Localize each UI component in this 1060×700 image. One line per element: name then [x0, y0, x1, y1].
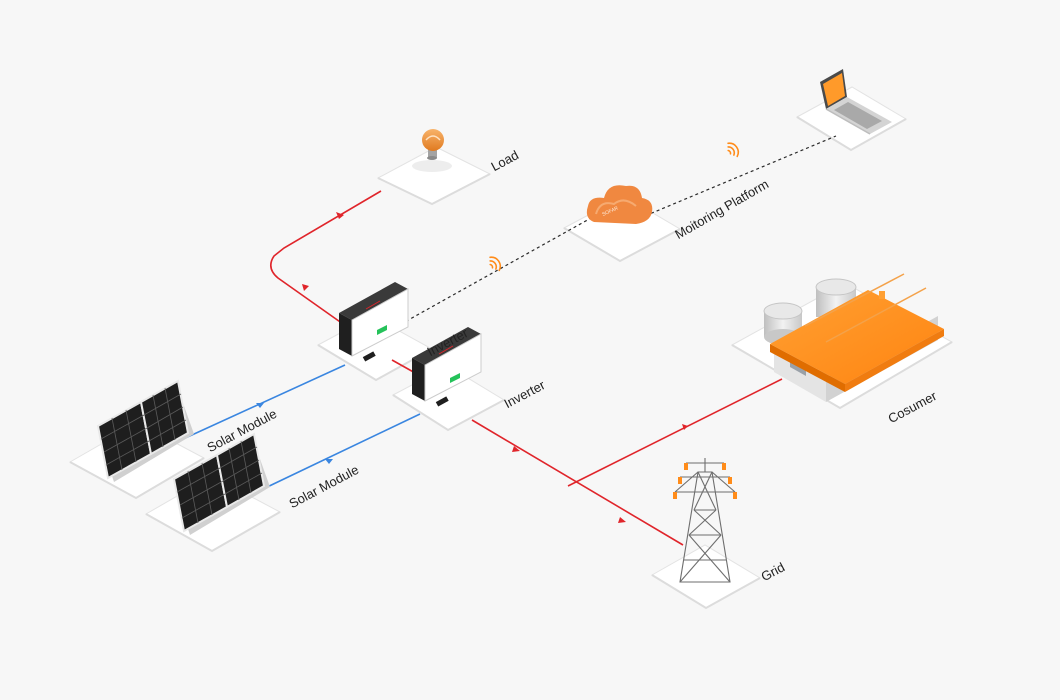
laptop-icon [820, 69, 892, 135]
light-bulb-icon [412, 129, 452, 172]
data-links [384, 135, 837, 334]
inverter-top-icon [339, 282, 409, 362]
dc-lines [169, 364, 421, 501]
inverter-load-line [270, 190, 382, 337]
dc-arrows [256, 403, 333, 464]
factory-icon [763, 273, 944, 402]
solar-panel-top-icon [96, 379, 194, 482]
consumer-line [567, 378, 783, 487]
ac-arrows [302, 212, 688, 523]
inverter-cloud-link [384, 212, 601, 334]
solar-panel-bottom-icon [172, 432, 270, 535]
solar-bottom-line [239, 413, 421, 501]
cloud-icon: SOFAR [586, 185, 653, 224]
platform-edges [69, 116, 953, 610]
transmission-tower-icon [673, 458, 737, 583]
solar-top-line [169, 364, 346, 446]
wifi-icon [489, 142, 740, 272]
inverter-bottom-icon [412, 327, 482, 407]
